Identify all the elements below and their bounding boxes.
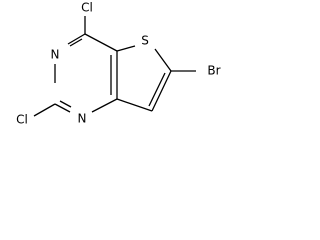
bond-s-c6 [154, 48, 172, 72]
bond-c6-c7 [151, 70, 172, 112]
bond-c4-n3 [67, 33, 86, 45]
atom-cl-top: Cl [81, 1, 93, 15]
bond-c6-c7-double [148, 72, 166, 107]
bonds [33, 16, 196, 117]
chemical-structure: Cl N S Br N Cl [16, 1, 221, 127]
atom-n-lower: N [78, 112, 87, 126]
bond-n1-c7a [91, 98, 118, 113]
atom-br: Br [207, 64, 220, 78]
bond-c2-cl [33, 103, 56, 117]
bond-c7-c7a [116, 98, 153, 112]
atom-s: S [141, 34, 149, 48]
bond-c4a-s [116, 45, 136, 52]
bond-c4-n3-double [69, 38, 83, 47]
atom-cl-left: Cl [16, 113, 28, 127]
atom-n-upper: N [51, 48, 60, 62]
bond-c4a-c4 [84, 33, 118, 52]
bond-c2-n1 [54, 103, 71, 113]
bond-c2-n1-double [59, 100, 72, 108]
